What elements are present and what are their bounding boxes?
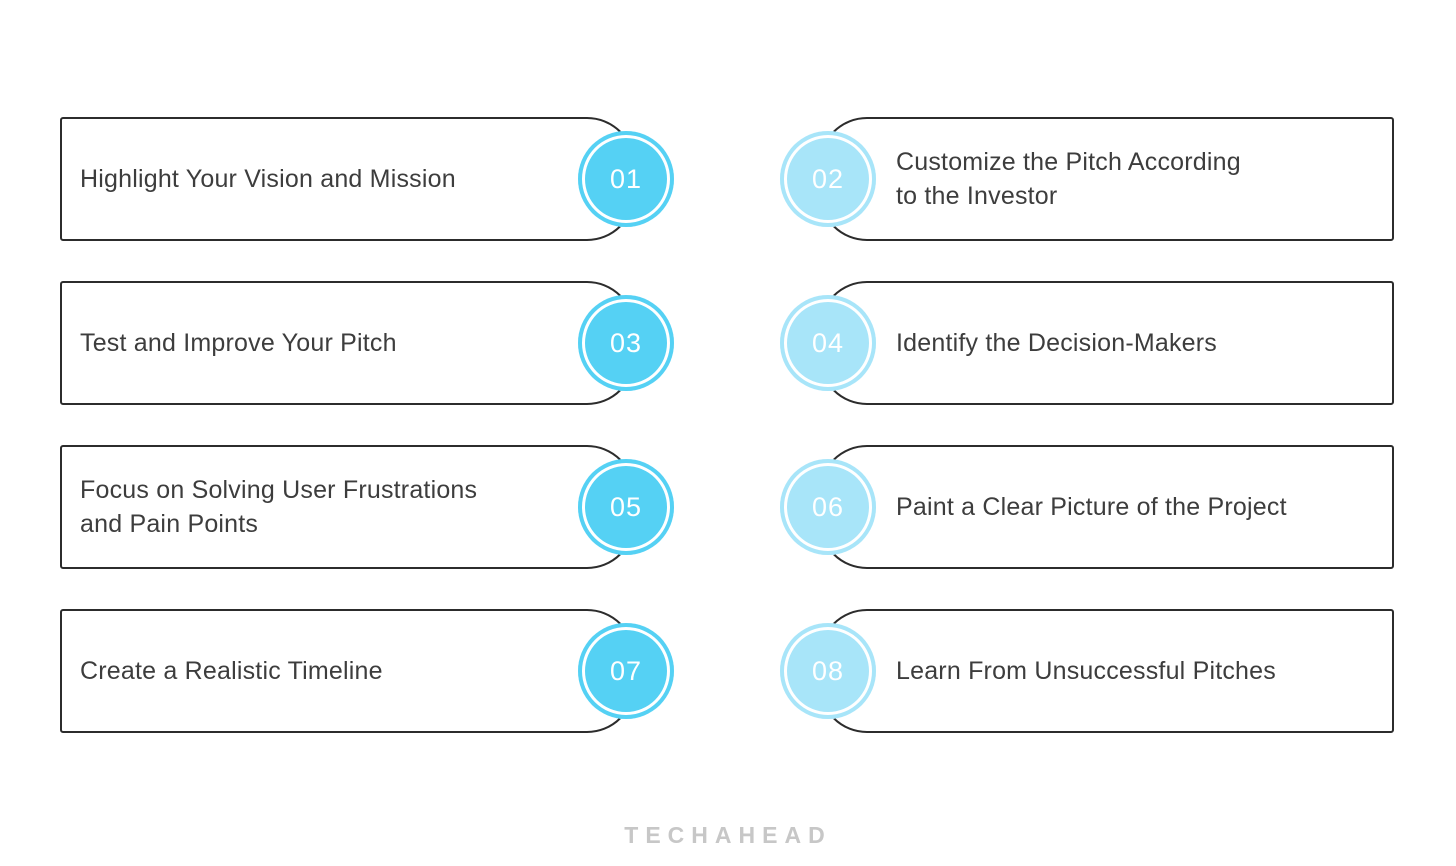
step-number: 02: [811, 163, 845, 194]
step-number: 08: [811, 655, 845, 686]
step-number: 03: [609, 327, 643, 358]
step-number: 07: [609, 655, 643, 686]
step-box: Paint a Clear Picture of the Project: [819, 445, 1394, 569]
step-box: Create a Realistic Timeline: [60, 609, 635, 733]
step-item-06: Paint a Clear Picture of the Project 06: [780, 445, 1394, 569]
step-item-05: Focus on Solving User Frustrations and P…: [60, 445, 674, 569]
steps-grid: Highlight Your Vision and Mission 01 Cus…: [60, 117, 1394, 733]
step-item-03: Test and Improve Your Pitch 03: [60, 281, 674, 405]
step-label: Create a Realistic Timeline: [80, 657, 383, 685]
step-box: Test and Improve Your Pitch: [60, 281, 635, 405]
step-box: Learn From Unsuccessful Pitches: [819, 609, 1394, 733]
step-number-badge: 02: [780, 131, 876, 227]
step-number-badge: 01: [578, 131, 674, 227]
step-item-04: Identify the Decision-Makers 04: [780, 281, 1394, 405]
step-box: Customize the Pitch According to the Inv…: [819, 117, 1394, 241]
step-label: Customize the Pitch According to the Inv…: [896, 148, 1241, 210]
step-label: Identify the Decision-Makers: [896, 329, 1218, 357]
step-label: Test and Improve Your Pitch: [80, 329, 397, 357]
step-number-badge: 05: [578, 459, 674, 555]
step-number: 06: [811, 491, 845, 522]
step-number-badge: 04: [780, 295, 876, 391]
step-number-badge: 07: [578, 623, 674, 719]
step-item-01: Highlight Your Vision and Mission 01: [60, 117, 674, 241]
step-number-badge: 03: [578, 295, 674, 391]
step-number-badge: 06: [780, 459, 876, 555]
step-label: Focus on Solving User Frustrations and P…: [80, 476, 478, 538]
step-number-badge: 08: [780, 623, 876, 719]
step-box: Focus on Solving User Frustrations and P…: [60, 445, 635, 569]
step-label: Highlight Your Vision and Mission: [80, 165, 456, 193]
step-number: 05: [609, 491, 643, 522]
step-label: Paint a Clear Picture of the Project: [896, 493, 1287, 521]
step-item-08: Learn From Unsuccessful Pitches 08: [780, 609, 1394, 733]
step-number: 04: [811, 327, 845, 358]
step-box: Highlight Your Vision and Mission: [60, 117, 635, 241]
step-item-02: Customize the Pitch According to the Inv…: [780, 117, 1394, 241]
step-item-07: Create a Realistic Timeline 07: [60, 609, 674, 733]
step-label: Learn From Unsuccessful Pitches: [896, 657, 1276, 685]
step-number: 01: [609, 163, 643, 194]
step-box: Identify the Decision-Makers: [819, 281, 1394, 405]
brand-watermark: TECHAHEAD: [624, 822, 832, 848]
